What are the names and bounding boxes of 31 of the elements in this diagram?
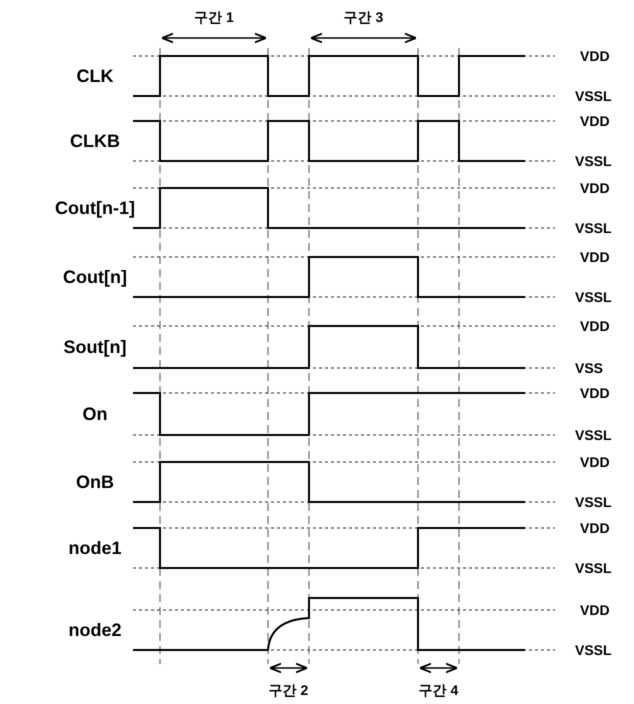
interval-label: 구간 4 — [418, 683, 458, 697]
voltage-level-label: VSSL — [575, 89, 612, 103]
voltage-level-label: VSSL — [575, 428, 612, 442]
voltage-level-label: VDD — [580, 114, 610, 128]
signal-name: Sout[n] — [64, 338, 126, 356]
signal-name: CLKB — [70, 132, 120, 150]
voltage-level-label: VSSL — [575, 290, 612, 304]
voltage-level-label: VSS — [575, 361, 604, 375]
voltage-level-label: VSSL — [575, 495, 612, 509]
signal-name: Cout[n-1] — [55, 199, 135, 217]
interval-label: 구간 2 — [268, 683, 308, 697]
voltage-level-label: VDD — [580, 521, 610, 535]
voltage-level-label: VDD — [580, 455, 610, 469]
voltage-level-label: VSSL — [575, 154, 612, 168]
signal-name: OnB — [76, 473, 114, 491]
interval-label: 구간 1 — [194, 10, 234, 24]
voltage-level-label: VDD — [580, 603, 610, 617]
voltage-level-label: VDD — [580, 181, 610, 195]
interval-label: 구간 3 — [344, 10, 384, 24]
voltage-level-label: VDD — [580, 49, 610, 63]
voltage-level-label: VDD — [580, 319, 610, 333]
signal-name: node1 — [68, 539, 122, 557]
voltage-level-label: VDD — [580, 386, 610, 400]
voltage-level-label: VSSL — [575, 221, 612, 235]
voltage-level-label: VSSL — [575, 561, 612, 575]
voltage-level-label: VDD — [580, 250, 610, 264]
signal-name: Cout[n] — [63, 268, 127, 286]
signal-name: On — [82, 405, 108, 423]
signal-name: CLK — [76, 67, 114, 85]
signal-name: node2 — [68, 621, 122, 639]
voltage-level-label: VSSL — [575, 643, 612, 657]
